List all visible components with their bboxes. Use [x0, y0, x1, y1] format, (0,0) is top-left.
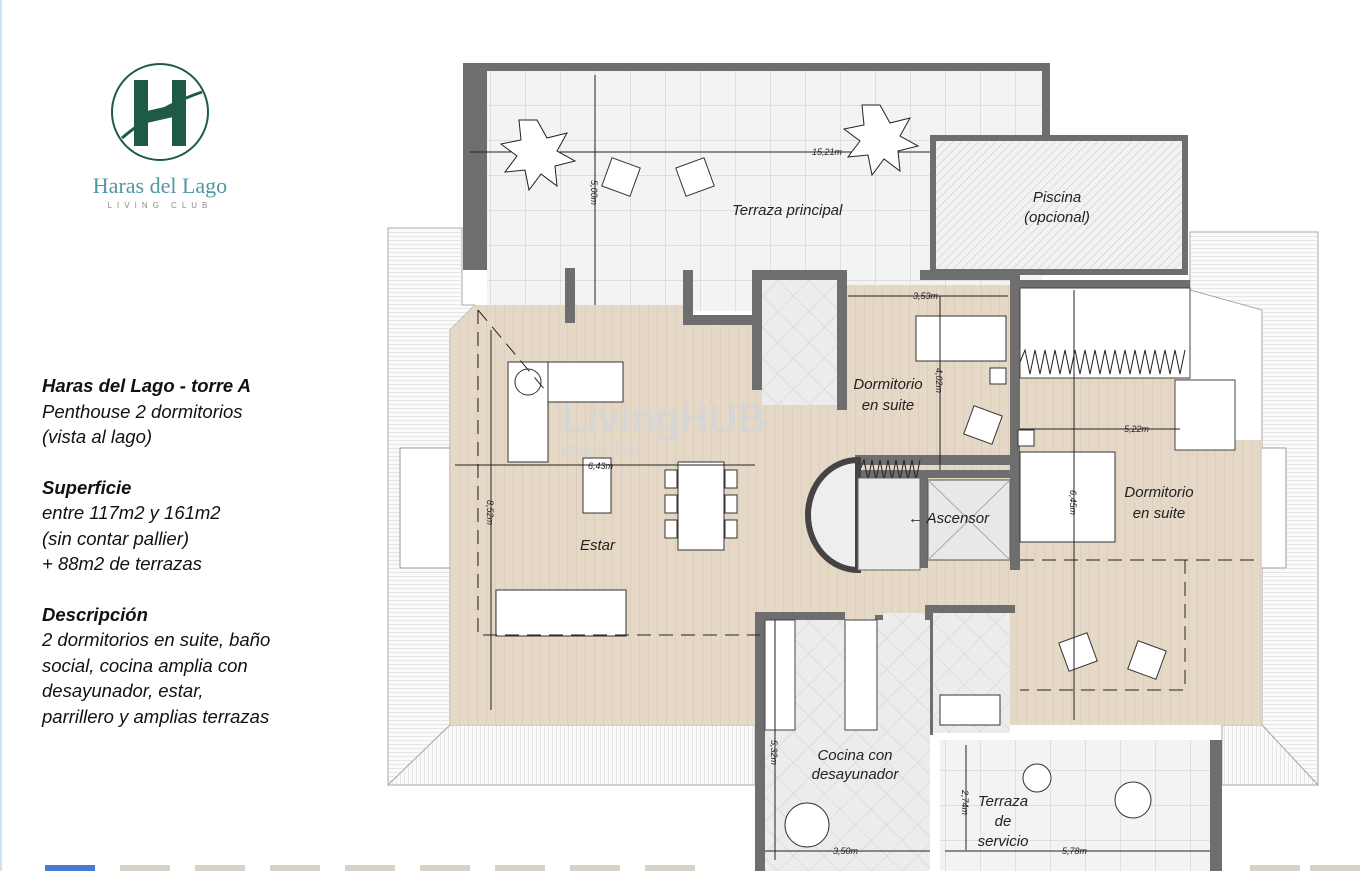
dim-cocina-width: 3,50m	[833, 846, 859, 856]
dim-estar-width: 6,43m	[588, 461, 614, 471]
surface-line: + 88m2 de terrazas	[42, 553, 202, 574]
kitchen-counter-2	[844, 619, 878, 731]
window-left	[399, 447, 451, 569]
closet-hangers	[1019, 348, 1186, 375]
dim-terraza-width: 15,21m	[812, 147, 843, 157]
label-dormitorio-2: en suite	[1133, 505, 1186, 522]
label-ascensor: ← Ascensor	[908, 510, 990, 527]
dim-estar-depth: 8,52m	[485, 500, 495, 526]
label-dormitorio-1: en suite	[862, 397, 915, 414]
logo-name: Haras del Lago	[92, 173, 228, 198]
closet	[1019, 287, 1191, 379]
thumbnail[interactable]	[1250, 865, 1300, 871]
surface-line: entre 117m2 y 161m2	[42, 502, 221, 523]
surface-line: (sin contar pallier)	[42, 527, 190, 549]
thumbnail[interactable]	[345, 865, 395, 871]
dashed-lines	[477, 309, 1262, 691]
label-terraza-servicio: de	[995, 813, 1012, 830]
furniture	[495, 157, 1167, 848]
thumbnail[interactable]	[420, 865, 470, 871]
thumbnail[interactable]	[195, 865, 245, 871]
description-line: social, cocina amplia con	[42, 654, 248, 676]
description-line: parrillero y amplias terrazas	[42, 705, 270, 727]
label-dormitorio-1: Dormitorio	[853, 376, 922, 393]
logo-emblem-icon	[111, 63, 209, 161]
dim-terraza-depth: 5,00m	[589, 180, 599, 206]
label-terraza-servicio: Terraza	[978, 793, 1028, 810]
kitchen-counter	[764, 619, 796, 731]
page-border	[0, 0, 2, 871]
dim-dorm2-depth: 6,45m	[1068, 490, 1078, 516]
label-terraza-servicio: servicio	[978, 833, 1029, 850]
brand-logo: Haras del Lago LIVING CLUB	[80, 62, 240, 210]
dimension-lines	[455, 290, 1210, 860]
property-info: Haras del Lago - torre A Penthouse 2 dor…	[42, 373, 342, 729]
staircase	[805, 456, 921, 574]
description-line: desayunador, estar,	[42, 680, 204, 701]
thumbnail[interactable]	[645, 865, 695, 871]
thumbnail[interactable]	[495, 865, 545, 871]
label-cocina: Cocina con	[817, 747, 892, 764]
description-line: 2 dormitorios en suite, baño	[42, 629, 271, 650]
property-title: Haras del Lago - torre A	[42, 375, 252, 396]
thumbnail[interactable]	[120, 865, 170, 871]
bathroom-1	[762, 280, 837, 405]
thumbnail[interactable]	[45, 865, 95, 871]
dim-servicio-width: 5,78m	[1062, 846, 1088, 856]
watermark-sub: REAL ESTATE	[562, 443, 643, 457]
dim-cocina-depth: 5,32m	[769, 740, 779, 766]
label-terraza-principal: Terraza principal	[732, 202, 843, 219]
dim-dorm2-width: 5,22m	[1124, 424, 1150, 434]
walls	[565, 268, 1222, 871]
thumbnail[interactable]	[1310, 865, 1360, 871]
thumbnail-strip	[0, 865, 1365, 871]
thumbnail[interactable]	[570, 865, 620, 871]
label-piscina: Piscina	[1033, 189, 1081, 206]
dim-servicio-depth: 2,74m	[960, 789, 970, 816]
surface-heading: Superficie	[42, 476, 132, 498]
property-view: (vista al lago)	[42, 426, 153, 447]
closet-hangers-2	[859, 458, 921, 481]
piscina	[930, 135, 1188, 275]
plant-icon	[499, 104, 920, 192]
dim-dorm1-depth: 4,02m	[934, 368, 944, 394]
terraza-servicio	[940, 740, 1210, 871]
label-cocina: desayunador	[812, 766, 900, 783]
label-dormitorio-2: Dormitorio	[1124, 484, 1193, 501]
thumbnail[interactable]	[270, 865, 320, 871]
property-type: Penthouse 2 dormitorios	[42, 400, 243, 422]
label-piscina: (opcional)	[1024, 209, 1090, 226]
logo-subtitle: LIVING CLUB	[107, 201, 213, 210]
dim-dorm1-width: 3,53m	[913, 291, 939, 301]
watermark: LivingHUB	[562, 397, 766, 441]
label-estar: Estar	[580, 537, 616, 554]
description-heading: Descripción	[42, 603, 148, 625]
roof-bottom	[386, 724, 756, 786]
closet-2	[1174, 379, 1236, 451]
